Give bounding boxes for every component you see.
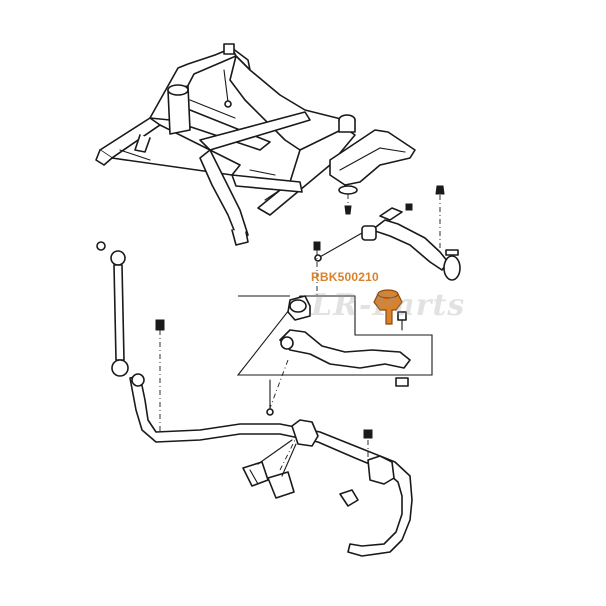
watermark: LR-Parts xyxy=(311,288,466,323)
leader-lines xyxy=(257,439,297,477)
skid-plate xyxy=(329,129,416,215)
ball-joint-rbk500210[interactable] xyxy=(373,289,403,325)
anti-roll-bar xyxy=(129,373,413,557)
upper-control-arm xyxy=(314,185,461,281)
front-subframe xyxy=(95,43,356,246)
lower-arm-group xyxy=(236,241,433,416)
bar-bushings xyxy=(242,461,295,499)
part-number-label: RBK500210 xyxy=(311,270,379,284)
stabilizer-drop-link xyxy=(96,241,165,440)
